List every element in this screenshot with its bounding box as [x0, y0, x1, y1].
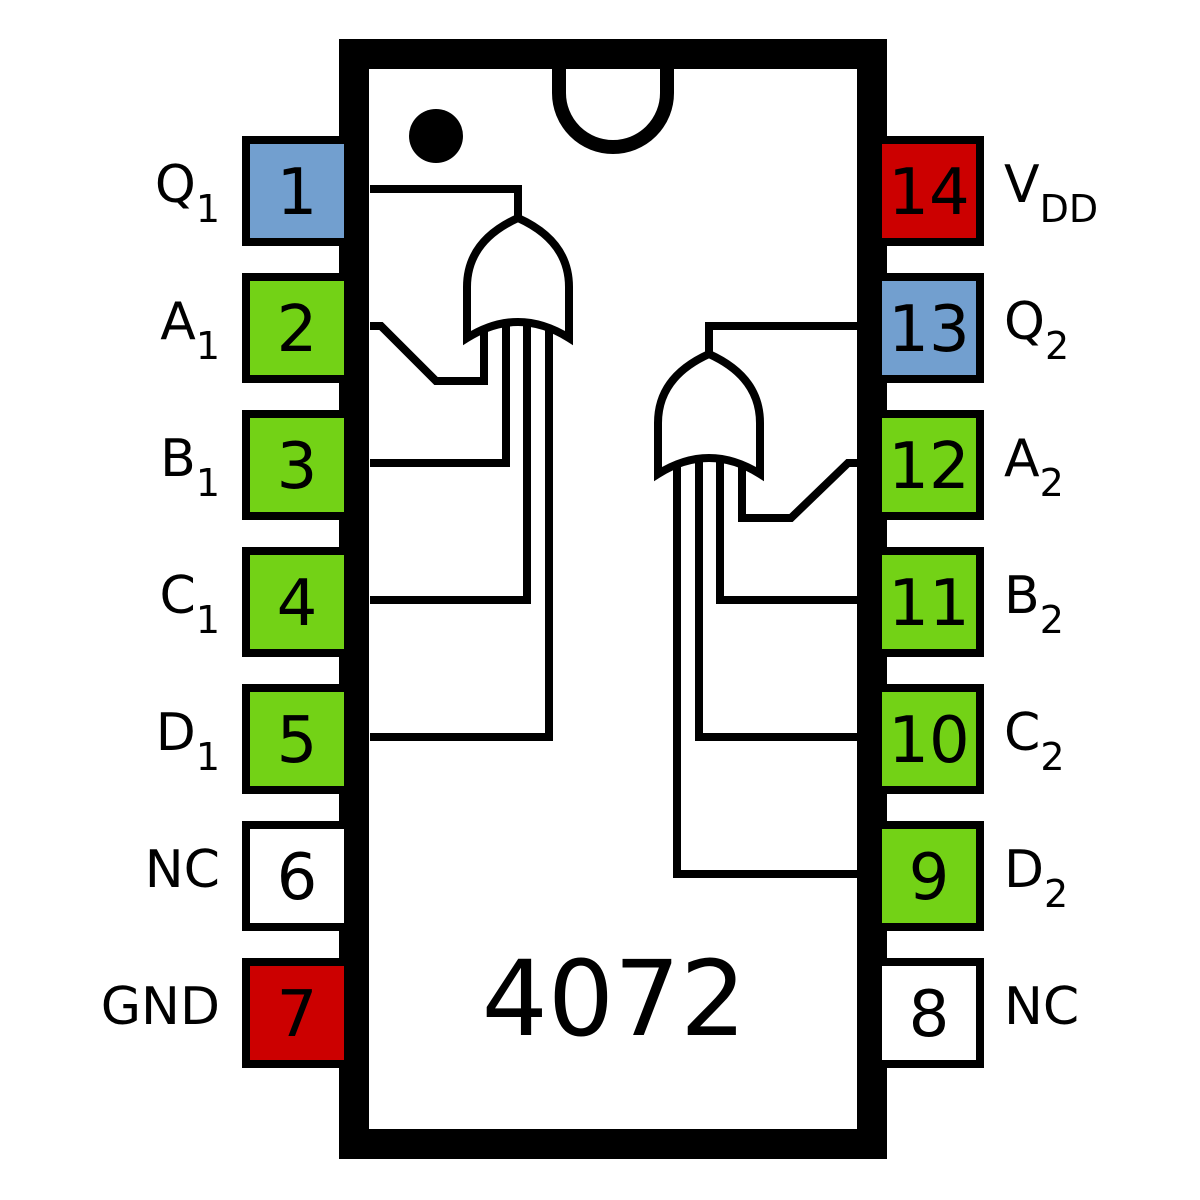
pin-11-subscript: 2	[1040, 598, 1064, 642]
pin-13-number: 13	[888, 293, 969, 367]
pin-8-pad	[874, 958, 984, 1068]
pin-4: 4 C1	[160, 547, 352, 657]
pin-11-number: 11	[888, 567, 969, 641]
pin-9-label: D2	[1004, 840, 1068, 916]
pin-1: 1Q1	[155, 136, 352, 246]
or-gate-1	[370, 185, 573, 741]
pin-12-subscript: 2	[1040, 461, 1064, 505]
pin-5: 5 D1	[156, 684, 352, 794]
pin-13-label: Q2	[1004, 292, 1069, 368]
wire-gate1-input-a	[370, 322, 488, 385]
pin-3-label: B1	[160, 429, 220, 505]
wire-gate1-input-c	[370, 322, 531, 604]
pin-10-pad	[874, 684, 984, 794]
pin-8-label: NC	[1004, 977, 1079, 1037]
pin-2-number: 2	[277, 293, 318, 367]
pin-2-pad	[242, 273, 352, 383]
pin-1-number: 1	[277, 156, 318, 230]
pin-5-subscript: 1	[196, 735, 220, 779]
pin-9: 9 D2	[874, 821, 1068, 931]
pin-3-pad	[242, 410, 352, 520]
pin-6: 6 NC	[145, 821, 352, 931]
orientation-notch	[552, 69, 674, 154]
pin-10-label: C2	[1004, 703, 1065, 779]
wire-gate2-input-c	[695, 459, 858, 741]
pin-4-label: C1	[160, 566, 221, 642]
pin-14-label: VDD	[1004, 155, 1098, 231]
pin-11: 11 B2	[874, 547, 1064, 657]
pin-14-number: 14	[888, 156, 969, 230]
wire-gate1-input-d	[370, 327, 553, 741]
part-number-label: 4072	[482, 938, 747, 1060]
pin-10-number: 10	[888, 704, 969, 778]
pin-7: 7 GND	[101, 958, 352, 1068]
pin-11-pad	[874, 547, 984, 657]
or-gate-2-symbol	[654, 349, 764, 482]
pin1-marker-dot	[409, 109, 463, 163]
wire-gate2-output	[705, 322, 858, 354]
wire-gate1-input-b	[370, 322, 510, 467]
pin-4-pad	[242, 547, 352, 657]
pin-9-subscript: 2	[1044, 872, 1068, 916]
pin-14: 14 VDD	[874, 136, 1098, 246]
pin-1-subscript: 1	[196, 187, 220, 231]
pin-10: 10 C2	[874, 684, 1065, 794]
pin-4-number: 4	[277, 567, 318, 641]
wire-gate2-input-b	[716, 459, 858, 604]
pin-9-number: 9	[909, 841, 950, 915]
wire-gate1-output	[370, 185, 522, 218]
pin-3-number: 3	[277, 430, 318, 504]
pin-7-pad	[242, 958, 352, 1068]
pin-4-subscript: 1	[196, 598, 220, 642]
pin-6-label: NC	[145, 840, 220, 900]
pin-14-subscript: DD	[1040, 187, 1099, 231]
pin-11-label: B2	[1004, 566, 1064, 642]
right-pin-row: 14 VDD 13 Q2 12 A2 11 B2 10 C2 9 D2 8 NC	[874, 136, 1098, 1068]
wire-gate2-input-d	[673, 463, 858, 878]
pin-5-pad	[242, 684, 352, 794]
pin-13-subscript: 2	[1045, 324, 1069, 368]
pin-14-pad	[874, 136, 984, 246]
pin-5-number: 5	[277, 704, 318, 778]
pin-3: 3 B1	[160, 410, 352, 520]
pin-12-pad	[874, 410, 984, 520]
pin-2: 2 A1	[160, 273, 352, 383]
wire-gate2-input-a	[738, 459, 858, 522]
pin-13: 13 Q2	[874, 273, 1069, 383]
pin-7-number: 7	[277, 978, 318, 1052]
pin-3-subscript: 1	[196, 461, 220, 505]
pin-9-pad	[874, 821, 984, 931]
pin-1-label: Q1	[155, 155, 220, 231]
pin-10-subscript: 2	[1040, 735, 1064, 779]
pin-2-label: A1	[160, 292, 220, 368]
pin-12-label: A2	[1004, 429, 1064, 505]
or-gate-2	[654, 322, 858, 878]
pin-6-pad	[242, 821, 352, 931]
pin-12-number: 12	[888, 430, 969, 504]
or-gate-1-symbol	[463, 213, 573, 346]
pin-8: 8 NC	[874, 958, 1079, 1068]
pin-6-number: 6	[277, 841, 318, 915]
pin-8-number: 8	[909, 978, 950, 1052]
pin-1-pad	[242, 136, 352, 246]
pin-12: 12 A2	[874, 410, 1064, 520]
pin-7-label: GND	[101, 977, 220, 1037]
pin-2-subscript: 1	[196, 324, 220, 368]
pin-13-pad	[874, 273, 984, 383]
pin-5-label: D1	[156, 703, 220, 779]
